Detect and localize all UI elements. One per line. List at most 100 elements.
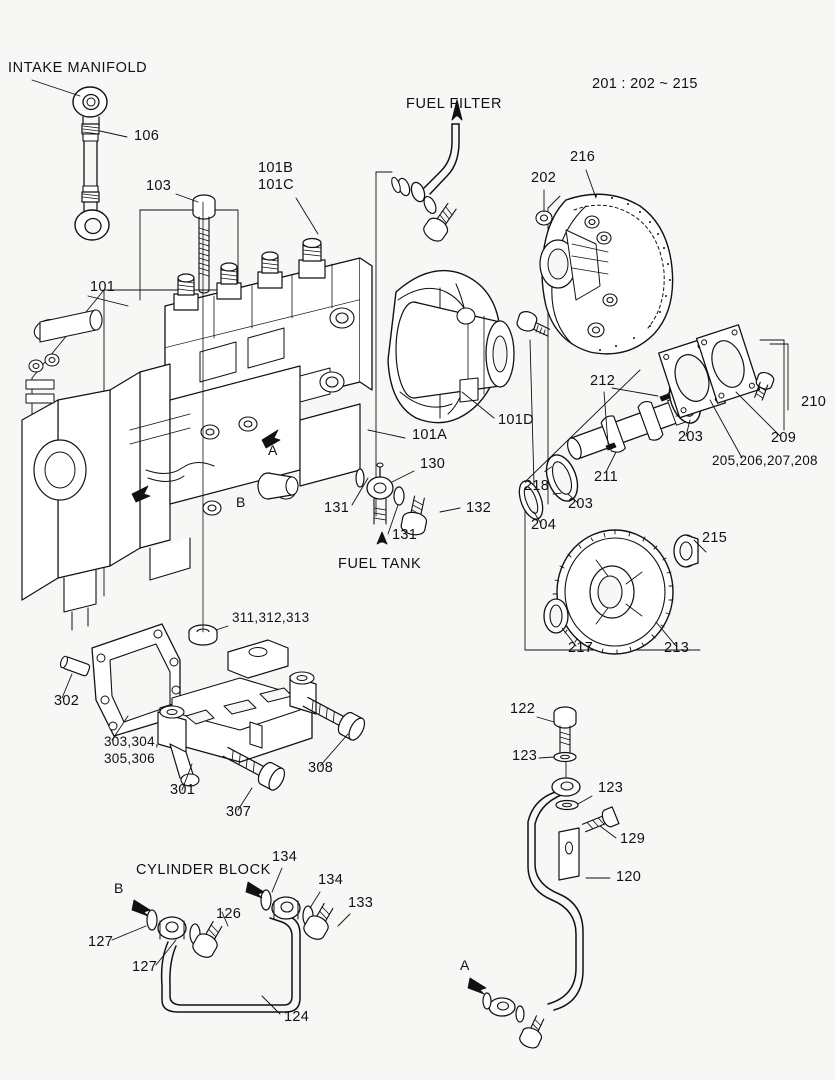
callout-129: 129 (620, 831, 645, 847)
callout-120: 120 (616, 869, 641, 885)
leader-124 (261, 995, 281, 1015)
leader-101a (367, 429, 406, 439)
part-213-drive-gear (552, 529, 674, 655)
leader-203b (567, 493, 579, 504)
callout-213: 213 (664, 640, 689, 656)
part-218-bolt (516, 311, 551, 337)
part-302-dowel (59, 655, 91, 677)
callout-101: 101 (90, 279, 115, 295)
part-123-washer-upper (553, 751, 577, 763)
leader-204 (533, 511, 542, 525)
callout-203-b: 203 (568, 496, 593, 512)
section-mark-b-pump: B (236, 494, 245, 510)
callout-217: 217 (568, 640, 593, 656)
leader-308 (319, 733, 349, 767)
callout-202: 202 (531, 170, 556, 186)
part-124-fuel-line (160, 911, 301, 1013)
callout-205-208: 205,206,207,208 (712, 453, 818, 468)
part-fuel-filter-hose (391, 99, 463, 242)
section-arrow-a-line (467, 977, 487, 995)
leader-131a (351, 477, 369, 506)
leader-134a (271, 867, 283, 893)
leader-218 (529, 339, 535, 485)
leader-131b (387, 504, 399, 535)
leader-211 (605, 451, 617, 473)
part-120-fuel-line (527, 789, 584, 1011)
part-120-eye-fitting-bottom (467, 977, 545, 1049)
callout-203-a: 203 (678, 429, 703, 445)
leader-210 (769, 343, 789, 411)
leader-134b (309, 891, 321, 909)
part-134-eye-fitting-right (245, 881, 314, 927)
part-126-bolt (192, 920, 223, 958)
leader-intake-manifold (31, 79, 81, 97)
part-210-bolt (754, 371, 775, 401)
callout-126: 126 (216, 906, 241, 922)
callout-303-304: 303,304, (104, 734, 159, 749)
callout-301: 301 (170, 782, 195, 798)
callout-305-306: 305,306 (104, 751, 155, 766)
leader-212b (603, 391, 609, 445)
fuel-tank-flow-arrow (376, 531, 388, 545)
section-mark-a-line: A (460, 957, 470, 973)
callout-130: 130 (420, 456, 445, 472)
leader-302 (61, 673, 73, 699)
heading-intake-manifold: INTAKE MANIFOLD (8, 60, 147, 76)
part-215-nut (673, 534, 699, 568)
section-mark-a-pump: A (268, 442, 278, 458)
part-120-eye-fitting-upper (551, 761, 581, 797)
part-101d-drive-housing (387, 269, 515, 424)
leader-307 (237, 787, 253, 811)
part-127-eye-fitting-left (131, 899, 201, 945)
callout-302: 302 (54, 693, 79, 709)
part-203-seal-lower (544, 454, 579, 502)
frame-outline-filter (375, 171, 393, 517)
section-arrow-b-block (131, 899, 151, 917)
callout-212: 212 (590, 373, 615, 389)
callout-307: 307 (226, 804, 251, 820)
part-101-injection-pump (21, 237, 373, 631)
part-216-gear-cover (535, 193, 674, 355)
callout-133: 133 (348, 895, 373, 911)
callout-103: 103 (146, 178, 171, 194)
leader-132 (439, 507, 461, 513)
callout-308: 308 (308, 760, 333, 776)
callout-131-a: 131 (324, 500, 349, 516)
leader-215 (693, 539, 707, 553)
leader-126 (221, 911, 229, 927)
leader-213 (655, 621, 677, 647)
leader-216 (585, 169, 597, 199)
leader-133 (337, 913, 351, 927)
leader-101bc (295, 197, 319, 235)
callout-127-a: 127 (88, 934, 113, 950)
leader-122 (536, 716, 555, 723)
callout-211: 211 (594, 469, 618, 485)
callout-101c: 101C (258, 177, 294, 193)
part-133-bolt (303, 902, 334, 940)
part-103-bolt (192, 194, 216, 294)
heading-fuel-filter: FUEL FILTER (406, 96, 502, 112)
part-303-306-gasket-plate (91, 623, 181, 737)
callout-123-b: 123 (598, 780, 623, 796)
part-307-bolt (222, 746, 286, 791)
leader-205208 (709, 399, 743, 459)
callout-132: 132 (466, 500, 491, 516)
callout-101a: 101A (412, 427, 447, 443)
callout-123-a: 123 (512, 748, 537, 764)
callout-101b: 101B (258, 160, 293, 176)
leader-209 (735, 391, 781, 437)
callout-124: 124 (284, 1009, 309, 1025)
callout-210: 210 (801, 394, 826, 410)
section-arrow-b-block2 (245, 881, 265, 899)
leader-129 (599, 825, 617, 839)
part-217-washer (543, 598, 569, 634)
text-layer: INTAKE MANIFOLD FUEL FILTER FUEL TANK CY… (8, 60, 826, 1025)
callout-131-b: 131 (392, 527, 417, 543)
callout-218: 218 (524, 478, 549, 494)
section-arrow-a-pump (261, 429, 281, 449)
leader-101 (87, 295, 129, 307)
callout-127-b: 127 (132, 959, 157, 975)
part-205-208-flange-rear (695, 324, 761, 404)
section-arrow-b-pump (131, 485, 151, 503)
